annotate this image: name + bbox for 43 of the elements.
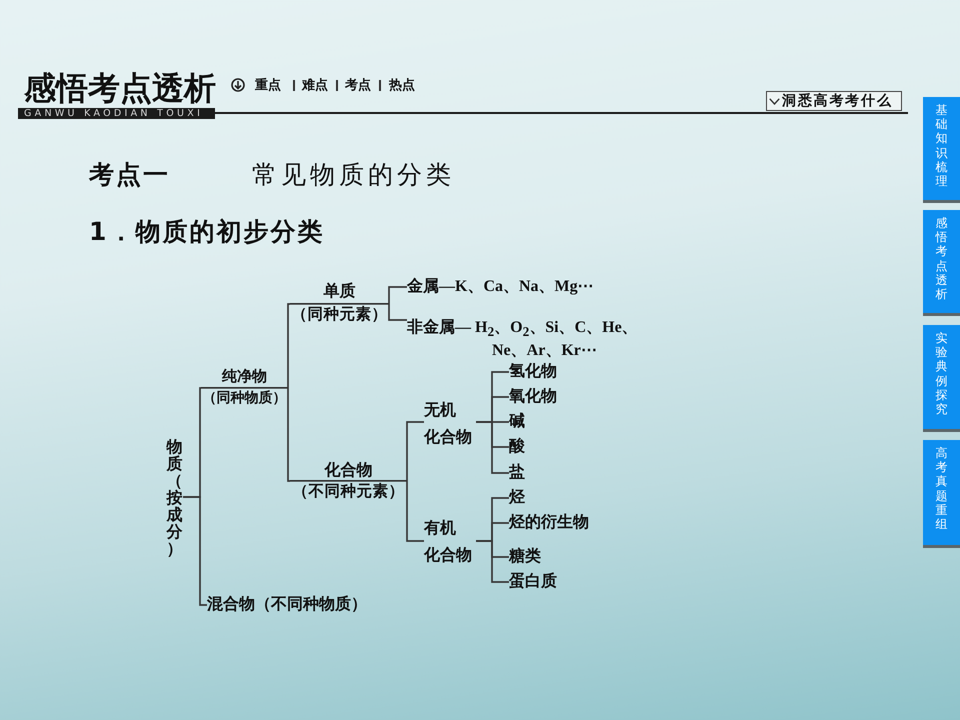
category-label: 金属—K、Ca、Na、Mg⋯ [407, 277, 594, 297]
topic-tag: 重点 [255, 77, 281, 94]
topic-tag: 热点 [389, 77, 415, 94]
section-title: 感悟考点透析 [24, 70, 216, 106]
category-label: 烃的衍生物 [509, 513, 589, 533]
connector-line [406, 480, 424, 542]
category-label: 氢化物 [509, 362, 557, 382]
category-note: （同种物质） [202, 389, 288, 408]
category-name: 化合物 [323, 463, 374, 481]
connector-line [287, 387, 290, 482]
category-label: 物质（按成分） [166, 439, 183, 558]
category-label: 混合物（不同种物质） [207, 595, 367, 615]
category-label: 蛋白质 [509, 572, 557, 592]
heading-text: 常见物质的分类 [252, 160, 455, 190]
heading-text: 考点一 [89, 160, 170, 190]
side-tab: 基础知识梳理 [923, 97, 960, 203]
connector-line [388, 303, 407, 321]
category-label: 有机化合物 [424, 515, 476, 569]
connector-line [388, 286, 407, 305]
category-label: 碱 [509, 412, 525, 432]
topic-tag: 难点 [302, 77, 328, 94]
category-name: 纯净物 [220, 369, 268, 387]
category-label: 非金属— H$_{2}$、O$_{2}$、Si、C、He、Ne、Ar、Kr⋯ [407, 318, 643, 360]
category-label: 无机化合物 [424, 397, 476, 451]
category-label: 氧化物 [509, 387, 557, 407]
category-note: （同种元素） [290, 304, 388, 325]
category-label: 酸 [509, 437, 525, 457]
connector-line [476, 421, 509, 474]
side-tab: 感悟考点透析 [923, 210, 960, 316]
connector-line [183, 496, 207, 606]
category-label: 烃 [509, 488, 525, 508]
side-tab: 实验典例探究 [923, 325, 960, 432]
subheading-text: 1．物质的初步分类 [89, 217, 324, 247]
subtitle-band: GANWU KAODIAN TOUXI [18, 108, 215, 119]
category-label: 盐 [509, 463, 525, 483]
topic-tag: 考点 [345, 77, 371, 94]
side-tab: 高考真题重组 [923, 440, 960, 548]
connector-line [287, 303, 290, 389]
category-name: 单质 [322, 282, 356, 302]
connector-line [406, 421, 424, 482]
category-label: 糖类 [509, 547, 541, 567]
nav-button: 洞悉高考考什么 [766, 91, 902, 111]
category-note: （不同种元素） [292, 482, 406, 502]
